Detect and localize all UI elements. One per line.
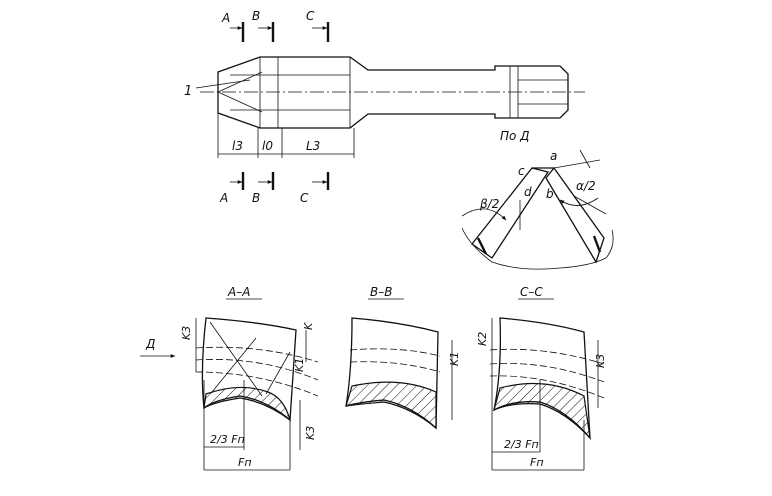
length-dimensions: l3 l0 L3 <box>217 113 355 158</box>
right-tooth-tip <box>592 235 602 253</box>
label-d-detail: d <box>524 185 532 199</box>
section-a-arc-3 <box>195 371 319 397</box>
angle-arc-left <box>461 208 507 221</box>
callout-leader <box>195 79 251 89</box>
chamfer-line-2 <box>217 91 263 113</box>
k3-left-label: K3 <box>180 326 193 340</box>
dim-l3: l3 <box>232 139 243 153</box>
section-b-hatch <box>345 381 437 430</box>
section-c-hatch <box>493 382 591 440</box>
section-a-diagonal-2 <box>211 337 257 393</box>
section-c-arc-3 <box>489 375 605 399</box>
section-a-diagonal-3 <box>265 351 291 395</box>
label-c-bottom: C <box>300 191 309 205</box>
detail-title: По Д <box>500 129 530 143</box>
label-a-detail: a <box>550 149 557 163</box>
left-tooth-tip <box>476 237 488 255</box>
label-a-bottom: A <box>219 191 228 205</box>
angle-alpha-label: α/2 <box>576 179 596 193</box>
section-c-c: С–С K2 K3 2/3 Fп Fп <box>476 285 607 471</box>
section-c-dim-2-3-fn: 2/3 Fп <box>504 438 539 451</box>
section-a-title: А–А <box>227 285 250 299</box>
dim-L3: L3 <box>306 139 320 153</box>
section-a-a: А–А Д K3 K K1 K3 2/3 Fп Fп <box>140 285 319 471</box>
label-c-top: C <box>306 9 315 23</box>
label-b-top: B <box>252 9 260 23</box>
angle-beta-label: β/2 <box>479 197 499 211</box>
angle-ref-right <box>573 195 607 215</box>
chamfer-line-1 <box>217 71 263 93</box>
section-c-dim-fn: Fп <box>530 456 544 469</box>
tap-body-outline <box>217 56 569 129</box>
section-a-diagonal-1 <box>209 321 263 397</box>
break-line <box>461 227 614 270</box>
section-b-k1-label: K1 <box>448 352 461 366</box>
section-c-arc-2 <box>489 363 605 383</box>
section-c-title: С–С <box>520 285 543 299</box>
k1-label: K1 <box>293 358 306 372</box>
angle-arc-right <box>559 197 599 206</box>
callout-number: 1 <box>184 84 192 99</box>
section-marks-bottom: A B C <box>219 172 330 205</box>
left-tooth <box>471 167 550 259</box>
label-a-top: A <box>221 11 230 25</box>
section-a-hatch <box>203 386 292 422</box>
section-a-arc-1 <box>195 346 319 363</box>
crest-ext-2 <box>579 149 591 169</box>
direction-label: Д <box>145 337 155 351</box>
section-marks-top: A B C <box>221 9 330 42</box>
section-b-title: В–В <box>370 285 392 299</box>
label-b-bottom: B <box>252 191 260 205</box>
section-c-arc-1 <box>489 348 605 365</box>
detail-view: По Д c a d b β/2 α/2 <box>461 129 614 270</box>
section-b-arc-1 <box>349 348 441 357</box>
section-c-k3-label: K3 <box>594 354 607 368</box>
k3-right-label: K3 <box>304 426 317 440</box>
k-label: K <box>302 322 315 330</box>
section-b-arc-2 <box>349 361 441 373</box>
dim-2-3-fn: 2/3 Fп <box>210 433 245 446</box>
crest-ext <box>553 159 601 169</box>
right-tooth <box>545 166 605 264</box>
dim-l0: l0 <box>262 139 273 153</box>
section-a-arc-2 <box>195 359 319 381</box>
section-b-b: В–В K1 <box>345 285 461 430</box>
dim-fn: Fп <box>238 456 252 469</box>
tap-side-view: 1 <box>184 56 585 129</box>
label-c-detail: c <box>518 164 525 178</box>
section-c-k2-label: K2 <box>476 332 489 346</box>
label-b-detail: b <box>546 187 554 201</box>
